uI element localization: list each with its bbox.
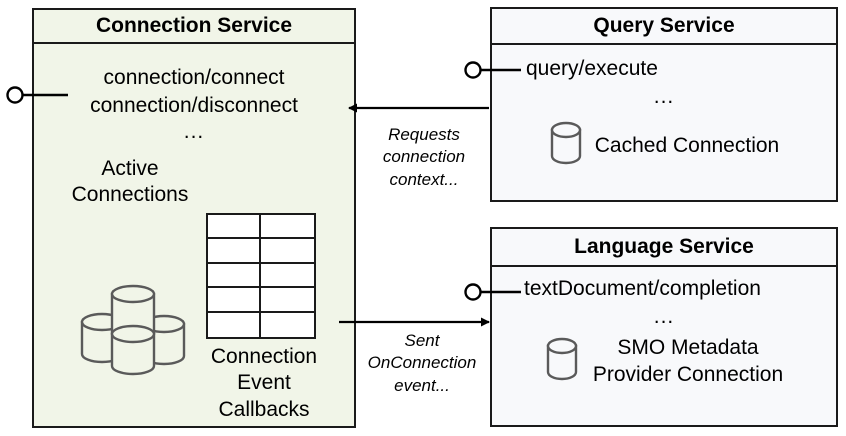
connection-service-body: connection/connect connection/disconnect… bbox=[34, 44, 354, 426]
grid-cell bbox=[261, 263, 314, 289]
connector-label-sent-onconnection-event: Sent OnConnection event... bbox=[356, 330, 488, 397]
component-query-service[interactable]: Query Service query/execute ... Cached C… bbox=[490, 7, 838, 202]
query-service-ellipsis: ... bbox=[653, 85, 675, 108]
active-connections-label-line2: Connections bbox=[71, 183, 189, 207]
method-textdocument-completion: textDocument/completion bbox=[524, 277, 761, 300]
method-connection-connect: connection/connect bbox=[103, 66, 285, 89]
sent-label-line3: event... bbox=[394, 375, 450, 395]
grid-cell bbox=[261, 239, 314, 264]
component-language-service[interactable]: Language Service textDocument/completion… bbox=[490, 227, 838, 427]
grid-cell bbox=[261, 312, 314, 337]
connection-event-callbacks-label: Connection Event Callbacks bbox=[184, 344, 344, 423]
requests-label-line1: Requests bbox=[388, 125, 460, 144]
connector-label-requests-connection-context: Requests connection context... bbox=[362, 124, 486, 191]
sent-label-line2: OnConnection bbox=[367, 353, 477, 373]
grid-cell bbox=[208, 288, 261, 313]
sent-label-line1: Sent bbox=[404, 331, 440, 350]
connection-service-ellipsis: ... bbox=[183, 120, 205, 144]
query-service-body: query/execute ... Cached Connection bbox=[492, 45, 836, 200]
query-service-title: Query Service bbox=[492, 9, 836, 45]
callbacks-label-line1: Connection bbox=[210, 345, 318, 368]
smo-metadata-provider-label: SMO Metadata Provider Connection bbox=[593, 335, 783, 388]
grid-cell bbox=[208, 263, 261, 289]
method-query-execute: query/execute bbox=[526, 57, 658, 80]
grid-cell bbox=[208, 215, 261, 240]
smo-metadata-provider-row: SMO Metadata Provider Connection bbox=[492, 335, 836, 388]
language-service-ellipsis: ... bbox=[653, 305, 675, 328]
database-cylinder-icon bbox=[545, 335, 579, 388]
grid-cell bbox=[261, 288, 314, 313]
cached-connection-label: Cached Connection bbox=[594, 133, 780, 157]
callbacks-label-line3: Callbacks bbox=[218, 397, 310, 421]
grid-cell bbox=[208, 239, 261, 264]
connection-service-method-list: connection/connect connection/disconnect… bbox=[34, 64, 354, 142]
active-connections-label-line1: Active bbox=[101, 157, 159, 180]
method-connection-disconnect: connection/disconnect bbox=[90, 93, 298, 117]
requests-label-line2: connection bbox=[382, 147, 466, 167]
connection-service-title: Connection Service bbox=[34, 10, 354, 44]
database-cluster-icon bbox=[78, 282, 188, 378]
cached-connection-row: Cached Connection bbox=[492, 119, 836, 172]
callbacks-label-line2: Event bbox=[237, 371, 291, 395]
component-connection-service[interactable]: Connection Service connection/connect co… bbox=[32, 8, 356, 428]
language-service-title: Language Service bbox=[492, 229, 836, 267]
grid-cell bbox=[261, 215, 314, 240]
table-grid-icon bbox=[206, 213, 316, 339]
grid-cell bbox=[208, 312, 261, 337]
smo-label-line1: SMO Metadata bbox=[617, 336, 759, 360]
requests-label-line3: context... bbox=[389, 169, 459, 189]
language-service-body: textDocument/completion ... SMO Metadata… bbox=[492, 267, 836, 425]
database-cylinder-icon bbox=[549, 119, 583, 172]
active-connections-label: Active Connections bbox=[46, 156, 214, 209]
smo-label-line2: Provider Connection bbox=[592, 362, 784, 386]
